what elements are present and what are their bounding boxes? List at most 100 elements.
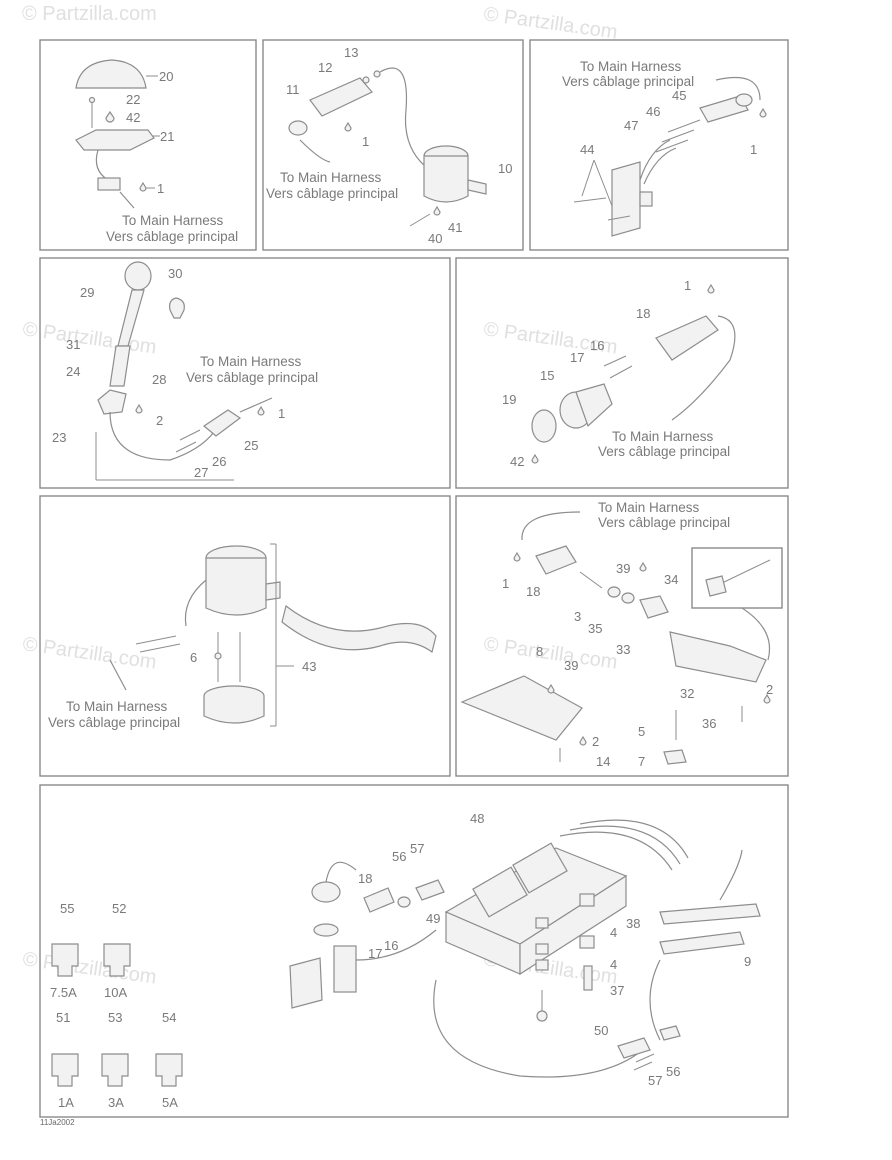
horn-body xyxy=(423,155,469,203)
callout: 24 xyxy=(66,364,80,379)
watermark: © Partzilla.com xyxy=(21,633,158,674)
fuse-icon xyxy=(51,943,79,977)
grommet xyxy=(735,93,753,107)
pump-base-strainer xyxy=(203,696,265,724)
mounting-plate xyxy=(460,675,583,741)
detail-frame xyxy=(691,547,783,609)
callout: 22 xyxy=(126,92,140,107)
callout: 47 xyxy=(624,118,638,133)
callout: 28 xyxy=(152,372,166,387)
light-socket xyxy=(97,389,127,415)
harness-label-fr: Vers câblage principal xyxy=(48,715,180,730)
callout: 39 xyxy=(564,658,578,673)
harness-label-en: To Main Harness xyxy=(122,213,224,228)
callout: 6 xyxy=(190,650,197,665)
harness-label-fr: Vers câblage principal xyxy=(106,229,238,244)
callout: 1 xyxy=(502,576,509,591)
sensor xyxy=(639,595,669,619)
washer xyxy=(535,959,549,971)
connector-housing xyxy=(699,95,749,123)
callout: 9 xyxy=(744,954,751,969)
callout: 35 xyxy=(588,621,602,636)
harness-label-en: To Main Harness xyxy=(66,699,168,714)
sealant-drop xyxy=(707,283,715,294)
panel-navigation-light: 29 30 31 24 28 2 1 23 25 26 27 To Main H… xyxy=(39,257,451,489)
panel-frame xyxy=(39,495,451,777)
callout: 30 xyxy=(168,266,182,281)
callout: 46 xyxy=(646,104,660,119)
callout: 57 xyxy=(648,1073,662,1088)
outlet-ring xyxy=(531,409,557,443)
connector xyxy=(97,177,121,191)
sealant-drop xyxy=(135,403,143,414)
relay xyxy=(472,866,528,918)
sealant-drop xyxy=(759,107,767,118)
harness-label-en: To Main Harness xyxy=(612,429,714,444)
socket xyxy=(311,881,341,903)
sealant-drop xyxy=(433,205,441,216)
callout: 31 xyxy=(66,337,80,352)
fuse-rating: 5A xyxy=(162,1095,178,1110)
connector xyxy=(617,1037,651,1059)
fuse-10a: 52 10A xyxy=(103,901,131,1000)
fuse-number: 52 xyxy=(112,901,126,916)
callout: 2 xyxy=(156,413,163,428)
callout: 7 xyxy=(638,754,645,769)
panel-courtesy-light: 20 22 42 21 1 To Main Harness Vers câbla… xyxy=(39,39,257,251)
light-base xyxy=(75,129,155,151)
callout: 1 xyxy=(157,181,164,196)
connector-housing xyxy=(655,315,719,361)
panel-frame xyxy=(529,39,789,251)
callout: 32 xyxy=(680,686,694,701)
callout: 18 xyxy=(526,584,540,599)
callout: 1 xyxy=(750,142,757,157)
sealant-drop xyxy=(344,121,352,132)
sealant-drop xyxy=(639,561,647,572)
panel-throttle-sensor: To Main Harness Vers câblage principal 1… xyxy=(455,495,789,777)
sealant-drop xyxy=(105,110,115,123)
fuse-rating: 10A xyxy=(104,985,127,1000)
callout: 39 xyxy=(616,561,630,576)
callout: 36 xyxy=(702,716,716,731)
screw xyxy=(573,197,607,203)
sealant-drop xyxy=(531,453,539,464)
harness-label-fr: Vers câblage principal xyxy=(598,515,730,530)
watermark: © Partzilla.com xyxy=(482,3,619,44)
callout: 1 xyxy=(684,278,691,293)
panel-frame xyxy=(262,39,524,251)
fuse-5a: 54 5A xyxy=(155,1010,183,1110)
callout: 48 xyxy=(470,811,484,826)
callout: 41 xyxy=(448,220,462,235)
callout: 16 xyxy=(590,338,604,353)
callout: 49 xyxy=(426,911,440,926)
callout: 44 xyxy=(580,142,594,157)
callout: 10 xyxy=(498,161,512,176)
connector xyxy=(415,879,445,901)
callout: 18 xyxy=(358,871,372,886)
screw xyxy=(409,213,431,227)
callout: 14 xyxy=(596,754,610,769)
fuse-3a: 53 3A xyxy=(101,1010,129,1110)
callout: 43 xyxy=(302,659,316,674)
callout: 15 xyxy=(540,368,554,383)
callout: 40 xyxy=(428,231,442,246)
callout: 29 xyxy=(80,285,94,300)
panel-frame xyxy=(455,495,789,777)
callout: 25 xyxy=(244,438,258,453)
callout: 23 xyxy=(52,430,66,445)
pump-body xyxy=(205,557,267,616)
fuse-number: 51 xyxy=(56,1010,70,1025)
sealant-drop xyxy=(547,683,555,694)
panel-fuse-box: 55 7.5A 52 10A 51 1A 53 3A 54 5A xyxy=(39,784,789,1118)
harness-label-fr: Vers câblage principal xyxy=(562,74,694,89)
fuse-number: 55 xyxy=(60,901,74,916)
panel-power-outlet: 1 18 16 17 15 19 42 To Main Harness Vers… xyxy=(455,257,789,489)
panel-frame xyxy=(39,257,451,489)
fuse-number: 53 xyxy=(108,1010,122,1025)
light-lens xyxy=(75,59,147,89)
callout: 2 xyxy=(592,734,599,749)
callout: 42 xyxy=(126,110,140,125)
throttle-lever xyxy=(669,631,767,683)
fuse-icon xyxy=(51,1053,79,1087)
fuse-1a: 51 1A xyxy=(51,1010,79,1110)
